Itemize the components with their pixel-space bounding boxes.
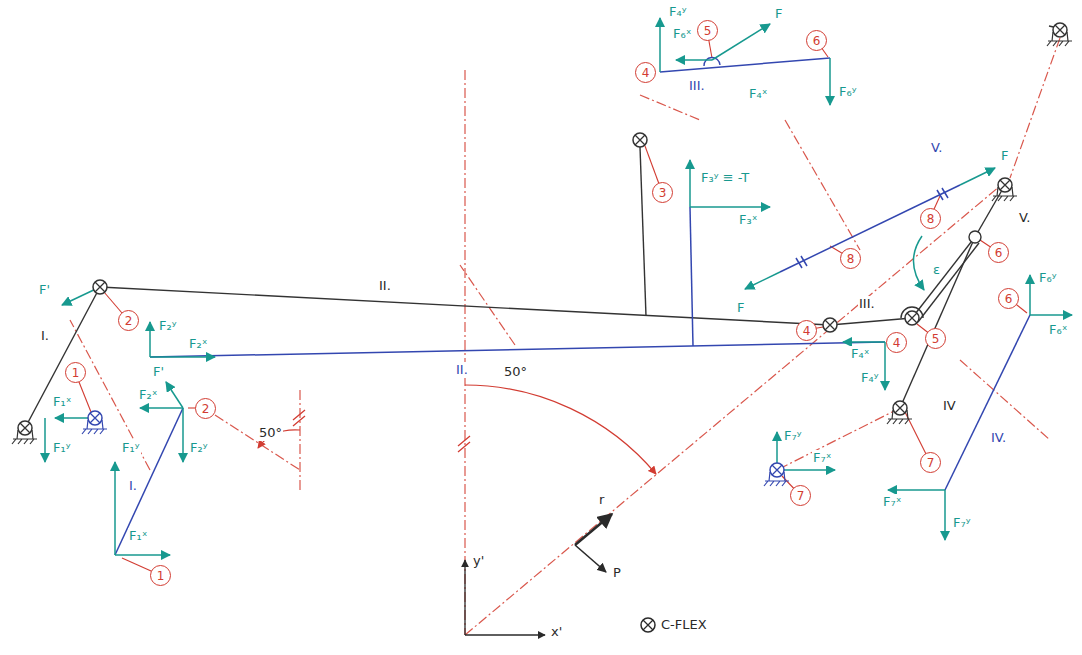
callout-number: 3 <box>652 182 673 203</box>
force-label: F₇ʸ <box>783 428 803 444</box>
part-label: r <box>598 492 605 508</box>
part-label: III. <box>858 296 876 312</box>
callout-number: 6 <box>998 288 1019 309</box>
force-label: F₁ˣ <box>52 394 72 410</box>
part-label: IV <box>942 398 957 414</box>
callout-number-text: 1 <box>72 366 80 380</box>
callout-number-text: 8 <box>847 252 855 266</box>
part-label: I. <box>128 478 138 494</box>
force-label: F₇ʸ <box>952 515 972 531</box>
force-label: F₄ˣ <box>748 86 768 102</box>
callout-number: 4 <box>796 320 817 341</box>
part-label: IV. <box>990 430 1007 446</box>
force-label: F₂ˣ <box>138 387 158 403</box>
callout-number-text: 1 <box>157 569 165 583</box>
callout-number-text: 7 <box>927 456 935 470</box>
force-label: F₃ˣ <box>738 212 758 228</box>
callout-number-text: 6 <box>995 246 1003 260</box>
callout-number: 2 <box>118 310 139 331</box>
force-label: F' <box>152 364 165 380</box>
part-label: V. <box>1018 210 1031 226</box>
force-label: F₄ʸ <box>860 370 880 386</box>
callout-number: 1 <box>65 362 86 383</box>
force-label: F₆ʸ <box>838 84 858 100</box>
callout-number-text: 8 <box>927 212 935 226</box>
callout-number: 4 <box>635 62 656 83</box>
part-label: V. <box>930 140 943 156</box>
force-label: ε <box>932 262 941 278</box>
callout-number-text: 5 <box>932 332 940 346</box>
force-label: F₂ˣ <box>188 336 208 352</box>
part-label: y' <box>472 553 485 569</box>
force-label: F₄ˣ <box>850 346 870 362</box>
force-label: F₂ʸ <box>158 318 178 334</box>
callout-number-text: 2 <box>202 402 210 416</box>
callout-number: 6 <box>806 30 827 51</box>
part-label: II. <box>455 362 469 378</box>
force-label: F₇ˣ <box>882 494 902 510</box>
callout-number-text: 5 <box>704 24 712 38</box>
force-label: F₆ˣ <box>672 26 692 42</box>
callout-number: 5 <box>697 20 718 41</box>
callout-number-text: 4 <box>893 336 901 350</box>
callout-number: 8 <box>840 248 861 269</box>
callout-number-text: 7 <box>797 489 805 503</box>
force-label: F₃ʸ ≡ -T <box>700 170 750 186</box>
force-label: F₆ˣ <box>1048 322 1068 338</box>
force-label: F₇ˣ <box>812 450 832 466</box>
force-label: F' <box>38 282 51 298</box>
force-label: F₁ˣ <box>128 528 148 544</box>
force-label: F <box>1000 148 1009 164</box>
part-label: x' <box>550 624 563 640</box>
force-label: F₁ʸ <box>121 440 141 456</box>
force-label: F₆ʸ <box>1038 270 1058 286</box>
callout-number-text: 4 <box>803 324 811 338</box>
part-label: II. <box>378 278 392 294</box>
callout-number: 7 <box>920 452 941 473</box>
force-label: F₁ʸ <box>52 440 72 456</box>
part-label: I. <box>40 328 50 344</box>
callout-number: 6 <box>988 242 1009 263</box>
callout-number-text: 6 <box>1005 292 1013 306</box>
force-label: F <box>774 6 783 22</box>
callout-number-text: 4 <box>642 66 650 80</box>
callout-number: 7 <box>790 485 811 506</box>
part-label: P <box>612 565 622 581</box>
part-label: 50° <box>503 364 528 380</box>
part-label: III. <box>688 78 706 94</box>
callout-number: 8 <box>920 208 941 229</box>
callout-number: 5 <box>925 328 946 349</box>
callout-number-text: 3 <box>659 186 667 200</box>
callout-number: 4 <box>886 332 907 353</box>
legend-text: C-FLEX <box>660 617 708 633</box>
force-label: F₄ʸ <box>668 4 688 20</box>
callout-number: 2 <box>195 398 216 419</box>
force-label: F₂ʸ <box>189 440 209 456</box>
callout-number-text: 2 <box>125 314 133 328</box>
force-label: F <box>736 300 745 316</box>
callout-number-text: 6 <box>813 34 821 48</box>
part-label: 50° <box>258 425 283 441</box>
callout-number: 1 <box>150 565 171 586</box>
